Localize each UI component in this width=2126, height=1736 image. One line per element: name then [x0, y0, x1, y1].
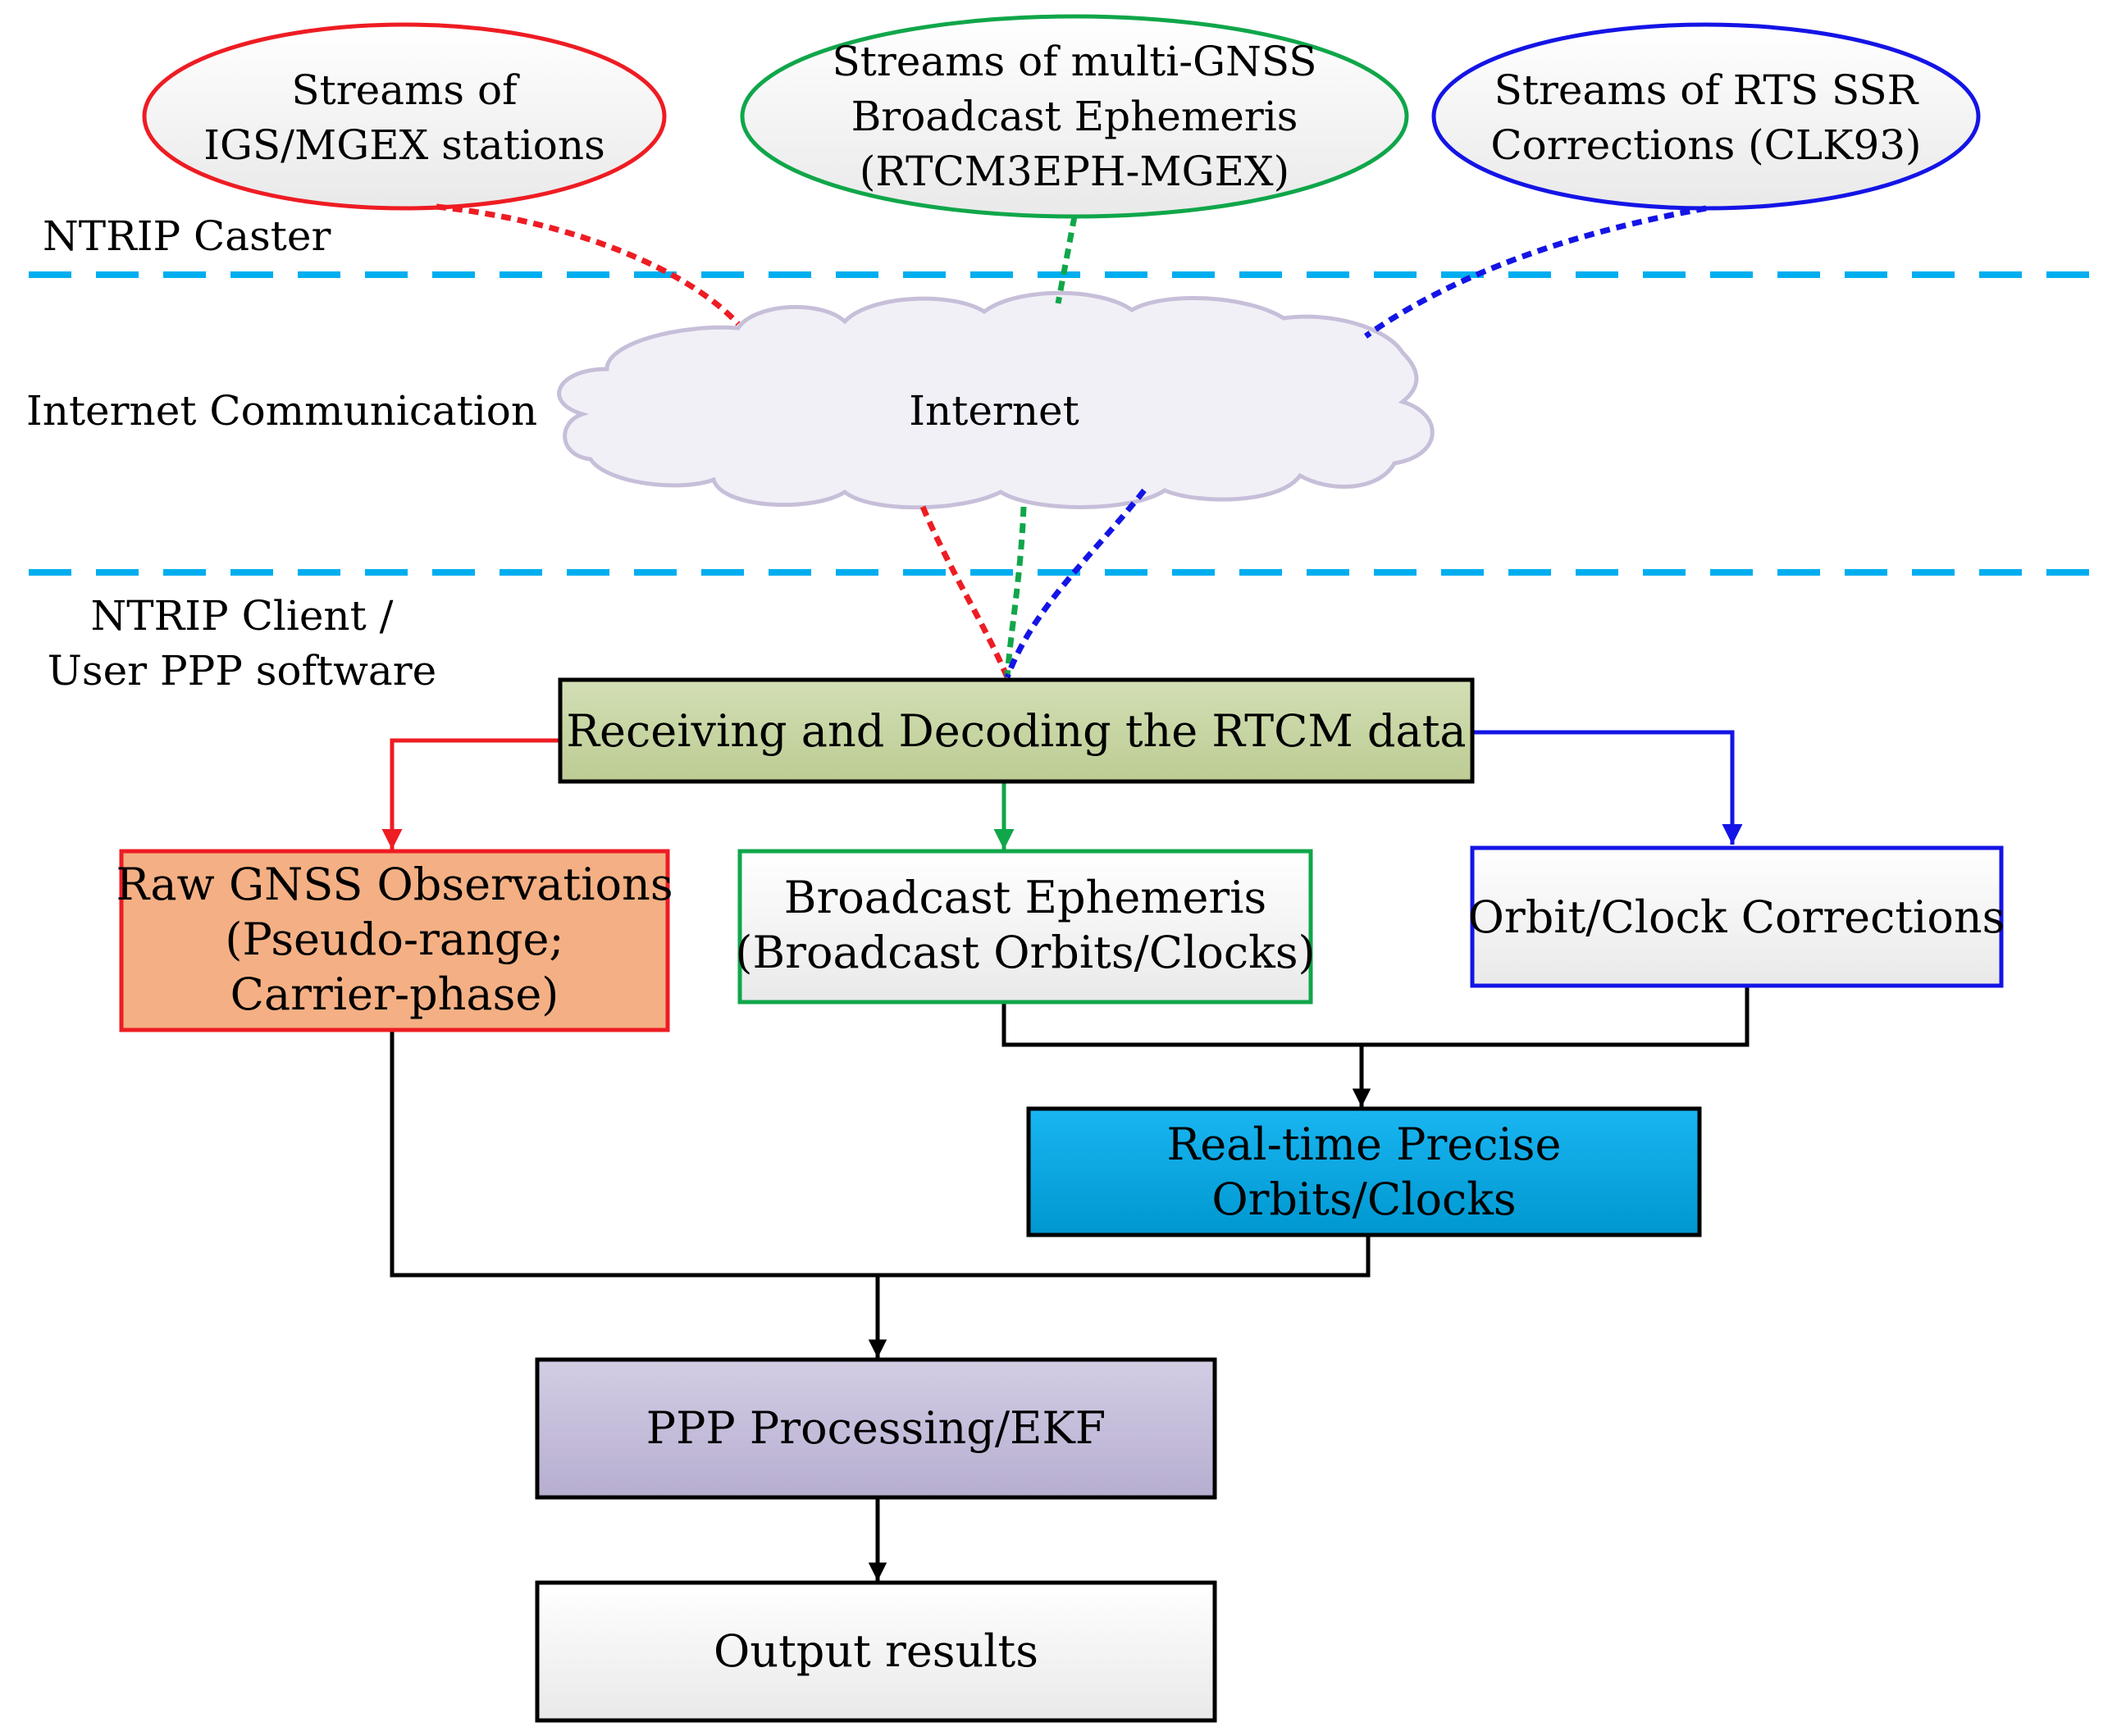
broadcast-corrections-merge-line: [1001, 986, 1750, 1047]
ssr-stream-link: [1363, 205, 1707, 339]
broadcast-ephemeris-label-1: Broadcast Ephemeris: [784, 872, 1266, 923]
caster-layer-label: NTRIP Caster: [43, 212, 331, 260]
ssr-stream-node: Streams of RTS SSR Corrections (CLK93): [1431, 22, 1981, 211]
ssr-to-receiver-link: [1004, 488, 1147, 679]
ephemeris-stream-node: Streams of multi-GNSS Broadcast Ephemeri…: [740, 14, 1409, 219]
ephemeris-stream-label-3: (RTCM3EPH-MGEX): [860, 148, 1289, 195]
ephemeris-stream-label-1: Streams of multi-GNSS: [832, 38, 1316, 85]
raw-observations-label-2: (Pseudo-range;: [225, 914, 563, 965]
broadcast-ephemeris-label-2: (Broadcast Orbits/Clocks): [735, 927, 1315, 978]
ppp-processing-label: PPP Processing/EKF: [646, 1402, 1106, 1454]
client-layer-label-line2: User PPP software: [48, 647, 436, 695]
orbit-clock-corrections-box: Orbit/Clock Corrections: [1468, 845, 2005, 988]
igs-stream-node: Streams of IGS/MGEX stations: [142, 22, 667, 211]
ppp-processing-box: PPP Processing/EKF: [535, 1357, 1217, 1500]
igs-stream-link: [436, 203, 741, 326]
orbit-clock-corrections-label: Orbit/Clock Corrections: [1468, 891, 2005, 943]
raw-observations-label-1: Raw GNSS Observations: [116, 859, 673, 910]
precise-orbits-box: Real-time Precise Orbits/Clocks: [1026, 1106, 1702, 1237]
receive-to-raw-arrow: [381, 738, 560, 850]
receive-decode-label: Receiving and Decoding the RTCM data: [566, 705, 1466, 757]
raw-precise-merge-line: [390, 1030, 1371, 1278]
precise-orbits-label-2: Orbits/Clocks: [1211, 1173, 1516, 1225]
igs-to-receiver-link: [919, 505, 1011, 679]
internet-cloud-label: Internet: [909, 387, 1079, 435]
client-layer-label-line1: NTRIP Client /: [91, 592, 394, 640]
eph-to-receiver-link: [1004, 506, 1027, 678]
igs-stream-label-2: IGS/MGEX stations: [203, 121, 605, 169]
precise-orbits-label-1: Real-time Precise: [1167, 1119, 1562, 1170]
ssr-stream-label-2: Corrections (CLK93): [1490, 121, 1921, 169]
ssr-stream-label-1: Streams of RTS SSR: [1494, 66, 1919, 114]
receive-decode-box: Receiving and Decoding the RTCM data: [558, 677, 1475, 784]
igs-stream-label-1: Streams of: [291, 66, 520, 114]
receive-to-corrections-arrow: [1472, 730, 1743, 845]
eph-stream-link: [1055, 216, 1078, 304]
raw-observations-box: Raw GNSS Observations (Pseudo-range; Car…: [116, 849, 673, 1032]
raw-observations-label-3: Carrier-phase): [230, 968, 559, 1020]
broadcast-ephemeris-box: Broadcast Ephemeris (Broadcast Orbits/Cl…: [735, 849, 1316, 1005]
output-results-label: Output results: [714, 1625, 1038, 1677]
ephemeris-stream-label-2: Broadcast Ephemeris: [851, 93, 1298, 140]
output-results-box: Output results: [535, 1580, 1217, 1723]
internet-cloud: Internet: [557, 290, 1435, 510]
internet-layer-label: Internet Communication: [26, 387, 537, 435]
